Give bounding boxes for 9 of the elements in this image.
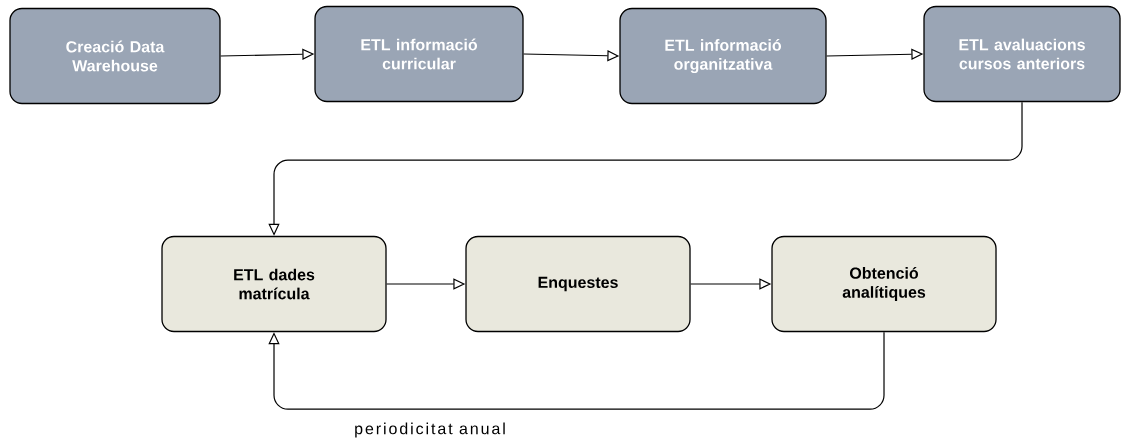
process-box: ETL informació organitzativa: [619, 7, 827, 105]
process-box: Creació Data Warehouse: [9, 7, 221, 105]
process-box: Enquestes: [465, 235, 691, 333]
edge-label: periodicitat anual: [352, 420, 508, 440]
arrow: [268, 331, 885, 410]
process-box: Obtenció analítiques: [771, 235, 997, 333]
process-box: ETL avaluacions cursos anteriors: [923, 5, 1121, 103]
process-box: ETL dades matrícula: [161, 235, 387, 333]
process-box: ETL informació curricular: [314, 5, 524, 103]
